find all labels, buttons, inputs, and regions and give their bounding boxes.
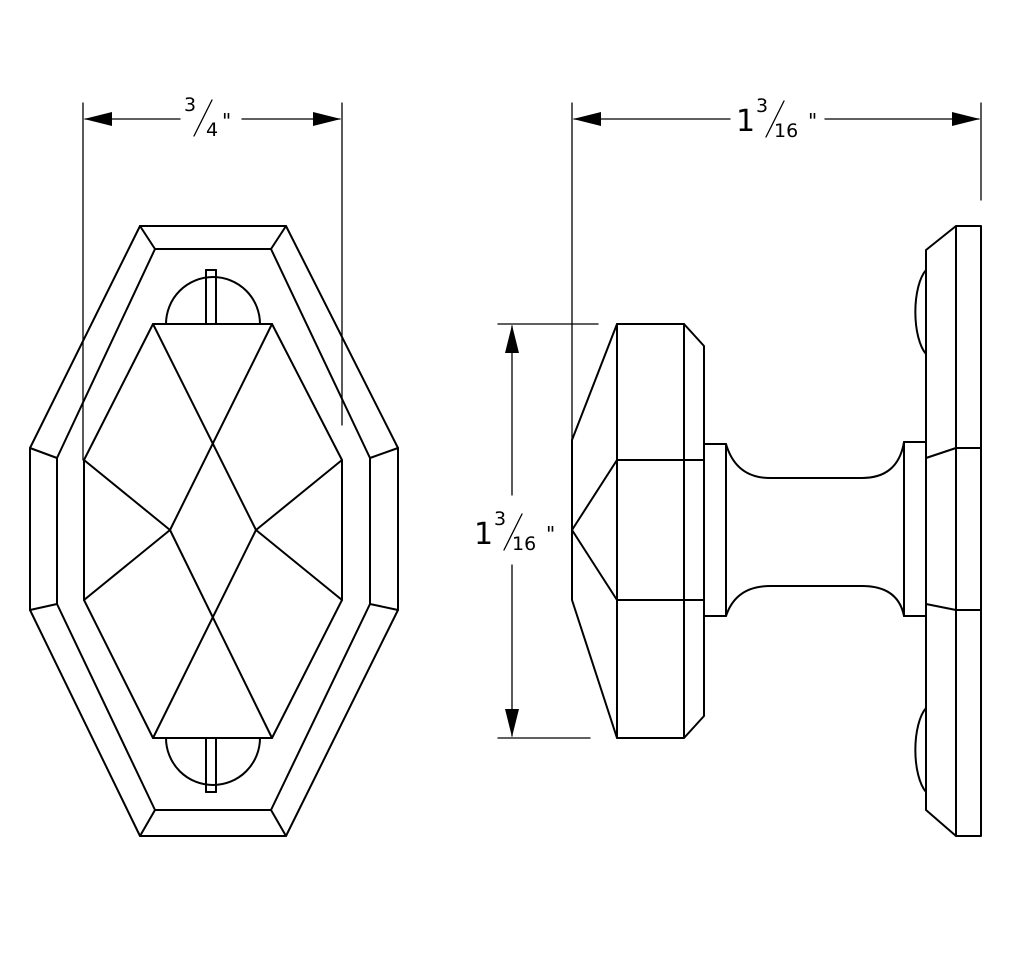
side-neck xyxy=(725,441,905,617)
side-bottom-screw-icon xyxy=(914,707,927,793)
side-height-unit: " xyxy=(546,522,555,546)
front-bevel-lines xyxy=(29,225,399,837)
top-screw-icon xyxy=(165,269,261,325)
side-depth-label: 1 3 16 " xyxy=(736,95,817,142)
knob-collar xyxy=(703,443,727,617)
side-height-den: 16 xyxy=(512,533,536,555)
side-view xyxy=(497,102,982,837)
side-backplate xyxy=(925,225,982,837)
side-height-whole: 1 xyxy=(474,517,493,552)
front-width-dimension xyxy=(82,102,343,461)
knob-face-outline xyxy=(83,323,343,739)
side-depth-den: 16 xyxy=(774,120,798,142)
front-width-label: 3 4 " xyxy=(184,94,231,141)
side-height-dimension xyxy=(497,323,599,739)
side-top-screw-icon xyxy=(914,269,927,355)
side-height-label: 1 3 16 " xyxy=(474,508,555,555)
bottom-screw-icon xyxy=(165,737,261,793)
side-depth-whole: 1 xyxy=(736,104,755,139)
front-inner-octagon xyxy=(56,248,371,811)
side-depth-num: 3 xyxy=(756,95,768,117)
front-width-den: 4 xyxy=(206,119,218,141)
side-height-num: 3 xyxy=(494,508,506,530)
front-width-num: 3 xyxy=(184,94,196,116)
side-knob-head xyxy=(571,323,705,739)
side-depth-dimension xyxy=(571,102,982,443)
side-depth-unit: " xyxy=(808,109,817,133)
rose-collar xyxy=(903,441,927,617)
front-view xyxy=(29,102,399,837)
front-width-unit: " xyxy=(222,109,231,133)
knob-face xyxy=(83,323,343,739)
